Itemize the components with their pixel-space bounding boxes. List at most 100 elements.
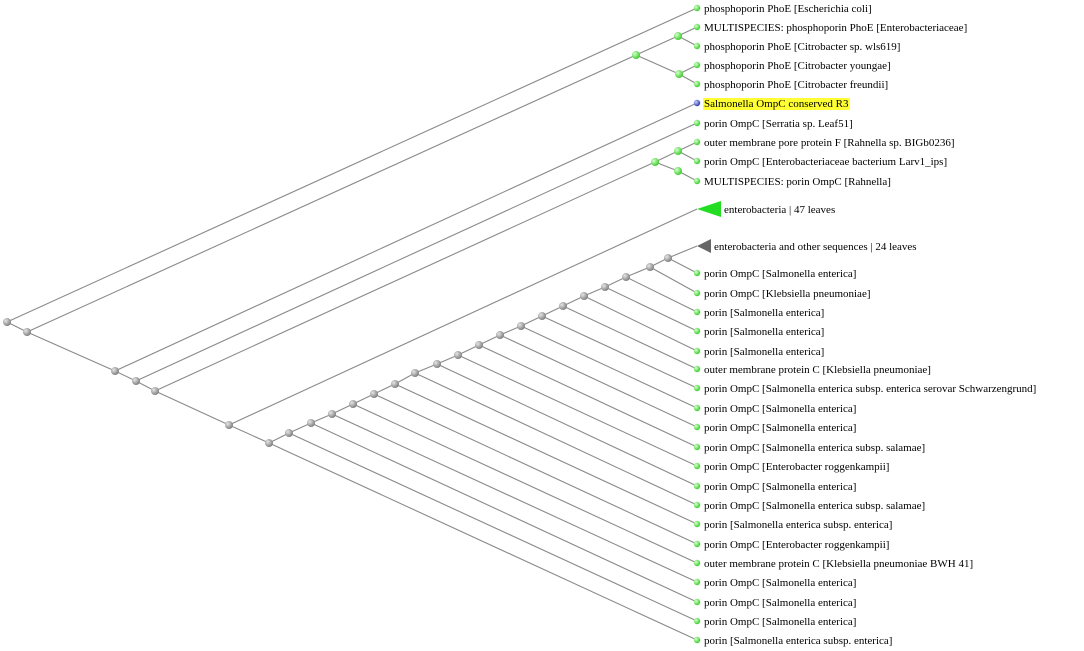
leaf-node[interactable] (693, 347, 701, 355)
tree-branch (520, 325, 698, 409)
internal-node[interactable] (132, 377, 140, 385)
leaf-label: porin OmpC [Enterobacteriaceae bacterium… (704, 156, 947, 168)
leaf-label: outer membrane protein C [Klebsiella pne… (704, 364, 931, 376)
leaf-label: porin [Salmonella enterica subsp. enteri… (704, 635, 892, 647)
tree-branch (478, 344, 698, 448)
internal-node[interactable] (151, 387, 159, 395)
leaf-label: porin OmpC [Salmonella enterica] (704, 577, 856, 589)
leaf-label: outer membrane pore protein F [Rahnella … (704, 137, 955, 149)
leaf-node[interactable] (693, 23, 701, 31)
leaf-node[interactable] (693, 42, 701, 50)
tree-branch (654, 150, 679, 163)
leaf-node[interactable] (693, 177, 701, 185)
leaf-label: porin OmpC [Enterobacter roggenkampii] (704, 461, 889, 473)
leaf-node[interactable] (693, 157, 701, 165)
internal-node[interactable] (349, 400, 357, 408)
internal-node[interactable] (475, 341, 483, 349)
internal-node[interactable] (411, 369, 419, 377)
leaf-node[interactable] (693, 617, 701, 625)
internal-node[interactable] (328, 410, 336, 418)
leaf-label: porin [Salmonella enterica] (704, 346, 824, 358)
internal-node[interactable] (622, 273, 630, 281)
internal-node[interactable] (674, 167, 682, 175)
internal-node[interactable] (370, 390, 378, 398)
tree-branches (6, 7, 698, 641)
leaf-node[interactable] (693, 308, 701, 316)
leaf-node[interactable] (693, 119, 701, 127)
internal-node[interactable] (391, 380, 399, 388)
internal-node[interactable] (646, 263, 654, 271)
leaf-node[interactable] (693, 365, 701, 373)
leaf-node[interactable] (693, 423, 701, 431)
internal-node[interactable] (23, 328, 31, 336)
leaf-node[interactable] (693, 559, 701, 567)
leaf-node[interactable] (693, 138, 701, 146)
tree-branch (26, 331, 116, 372)
leaf-node[interactable] (693, 289, 701, 297)
highlighted-leaf-node[interactable] (693, 99, 701, 107)
internal-node[interactable] (674, 147, 682, 155)
leaf-node[interactable] (693, 501, 701, 509)
tree-branch (436, 363, 698, 487)
leaf-node[interactable] (693, 520, 701, 528)
internal-node[interactable] (307, 419, 315, 427)
internal-node[interactable] (3, 318, 11, 326)
leaf-label: phosphoporin PhoE [Escherichia coli] (704, 3, 872, 15)
internal-node[interactable] (675, 70, 683, 78)
leaf-node[interactable] (693, 578, 701, 586)
internal-node[interactable] (651, 158, 659, 166)
internal-node[interactable] (601, 283, 609, 291)
leaf-label: porin OmpC [Salmonella enterica] (704, 268, 856, 280)
internal-node[interactable] (580, 292, 588, 300)
leaf-node[interactable] (693, 80, 701, 88)
highlighted-leaf-label: Salmonella OmpC conserved R3 (704, 98, 849, 110)
tree-branch (499, 334, 698, 428)
leaf-label: porin OmpC [Salmonella enterica] (704, 422, 856, 434)
leaf-node[interactable] (693, 540, 701, 548)
leaf-label: outer membrane protein C [Klebsiella pne… (704, 558, 973, 570)
leaf-node[interactable] (693, 327, 701, 335)
tree-branch (414, 372, 698, 506)
leaf-node[interactable] (693, 384, 701, 392)
leaf-node[interactable] (693, 4, 701, 12)
internal-node[interactable] (632, 51, 640, 59)
internal-node[interactable] (559, 302, 567, 310)
leaf-node[interactable] (693, 443, 701, 451)
leaf-label: MULTISPECIES: phosphoporin PhoE [Enterob… (704, 22, 967, 34)
leaf-label: porin OmpC [Salmonella enterica] (704, 616, 856, 628)
leaf-node[interactable] (693, 404, 701, 412)
leaf-node[interactable] (693, 636, 701, 644)
collapsed-clade-triangle[interactable] (697, 201, 721, 217)
leaf-label: porin [Salmonella enterica subsp. enteri… (704, 519, 892, 531)
leaf-node[interactable] (693, 598, 701, 606)
internal-node[interactable] (664, 254, 672, 262)
internal-node[interactable] (538, 312, 546, 320)
internal-node[interactable] (285, 429, 293, 437)
leaf-node[interactable] (693, 482, 701, 490)
internal-node[interactable] (454, 351, 462, 359)
tree-branch (394, 383, 698, 525)
internal-node[interactable] (265, 439, 273, 447)
leaf-node[interactable] (693, 462, 701, 470)
tree-branch (288, 432, 698, 622)
internal-node[interactable] (674, 32, 682, 40)
tree-branch (228, 208, 698, 426)
tree-branch (654, 161, 679, 172)
collapsed-clade-triangle-gray[interactable] (697, 239, 711, 253)
tree-branch (457, 354, 698, 467)
leaf-label: phosphoporin PhoE [Citrobacter freundii] (704, 79, 888, 91)
leaf-node[interactable] (693, 269, 701, 277)
tree-branch (310, 422, 698, 603)
tree-branch (583, 295, 698, 352)
internal-node[interactable] (496, 331, 504, 339)
leaf-label: porin OmpC [Salmonella enterica] (704, 481, 856, 493)
tree-branch (154, 390, 230, 426)
tree-branch (541, 315, 698, 389)
internal-node[interactable] (225, 421, 233, 429)
collapsed-clade-label: enterobacteria and other sequences | 24 … (714, 241, 917, 253)
internal-node[interactable] (433, 360, 441, 368)
tree-branch (667, 257, 698, 274)
internal-node[interactable] (111, 367, 119, 375)
leaf-node[interactable] (693, 61, 701, 69)
internal-node[interactable] (517, 322, 525, 330)
